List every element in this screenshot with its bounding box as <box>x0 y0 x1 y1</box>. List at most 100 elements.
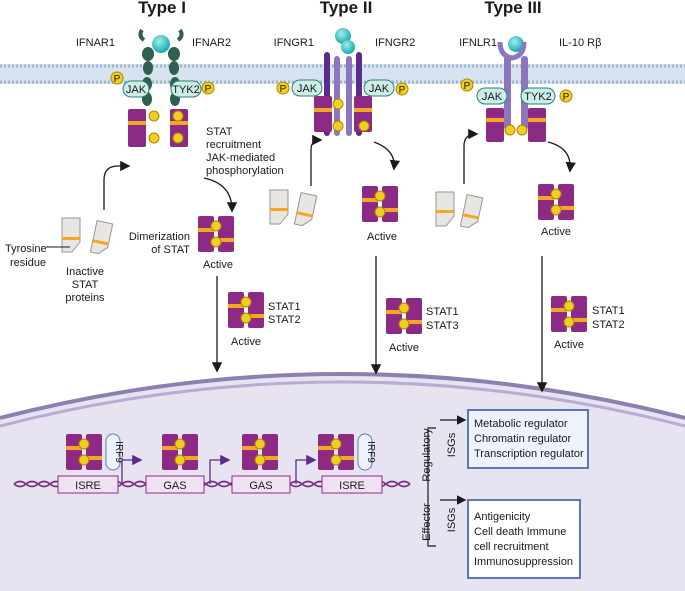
inactive-stat-proteins-type3 <box>435 191 484 229</box>
phosphate-icons-type3: P P <box>460 78 573 103</box>
jak-kinase-type2-right: JAK <box>363 79 395 97</box>
tyrosine-label-2: residue <box>10 257 46 269</box>
type-1-title: Type I <box>138 0 186 17</box>
bound-stat-gas-1 <box>162 434 198 470</box>
ifn-ligand-type2 <box>335 28 351 44</box>
phosphate-icons-type1: P P <box>110 71 215 95</box>
inactive-stat-proteins-type2 <box>269 189 318 227</box>
bound-stat-isre-1: IRF9 <box>66 433 124 471</box>
active-label-type2-a: Active <box>367 231 397 243</box>
stat1-stat3-dimer-type2 <box>386 298 422 334</box>
active-label-type1-a: Active <box>203 259 233 271</box>
stat1-stat2-dimer-type1 <box>228 292 264 328</box>
active-stat-dimer-type3 <box>538 184 574 220</box>
type-2-title: Type II <box>320 0 373 17</box>
ifngr2-label: IFNGR2 <box>375 37 415 49</box>
svg-text:TYK2: TYK2 <box>524 91 552 103</box>
active-stat-dimer-type1 <box>198 216 234 252</box>
stat-label-type3-b: STAT2 <box>592 319 625 331</box>
svg-text:JAK: JAK <box>126 84 147 96</box>
active-label-type3-b: Active <box>554 339 584 351</box>
stat-recruitment-label-3: JAK-mediated <box>206 152 275 164</box>
effector-label: Effector <box>421 503 433 541</box>
effector-gene-3: cell recruitment <box>474 541 549 553</box>
svg-text:JAK: JAK <box>369 83 390 95</box>
jak-kinase-type3: JAK <box>476 87 508 105</box>
type-1-pathway: Type I IFNAR1 IFNAR2 JAK TYK2 <box>5 0 301 373</box>
recruited-stat-type3 <box>486 108 546 142</box>
svg-text:GAS: GAS <box>163 480 186 492</box>
isgs-regulatory-label: ISGs <box>446 432 458 457</box>
svg-text:IRF9: IRF9 <box>113 441 124 463</box>
promoter-isre-1: ISRE <box>57 475 119 494</box>
svg-text:ISRE: ISRE <box>75 480 101 492</box>
tyk2-kinase-type1: TYK2 <box>170 80 202 98</box>
stat-label-type3-a: STAT1 <box>592 305 625 317</box>
svg-text:P: P <box>280 84 287 95</box>
inactive-label-3: proteins <box>65 292 105 304</box>
regulatory-label: Regulatory <box>421 428 433 482</box>
stat-label-type2-a: STAT1 <box>426 306 459 318</box>
recruited-stat-type2 <box>314 96 372 132</box>
svg-text:P: P <box>464 81 471 92</box>
transcription-arrows <box>121 454 317 484</box>
ifnlr1-label: IFNLR1 <box>459 37 497 49</box>
dimerization-label-2: of STAT <box>151 244 190 256</box>
effector-genes-box: Antigenicity Cell death Immune cell recr… <box>467 499 581 579</box>
active-label-type3-a: Active <box>541 226 571 238</box>
svg-text:TYK2: TYK2 <box>172 84 200 96</box>
tyrosine-label-1: Tyrosine <box>5 243 47 255</box>
regulatory-genes-box: Metabolic regulator Chromatin regulator … <box>467 409 589 469</box>
active-label-type2-b: Active <box>389 342 419 354</box>
svg-text:P: P <box>205 84 212 95</box>
type-3-pathway: Type III IFNLR1 IL-10 Rβ JAK TYK2 P P <box>435 0 625 393</box>
ifn-ligand-type1 <box>152 35 170 53</box>
jak-kinase-type1: JAK <box>122 80 150 98</box>
stat-label-type1-b: STAT2 <box>268 314 301 326</box>
recruitment-arrow-type1 <box>103 160 131 210</box>
type3-receptor <box>497 41 528 130</box>
stat-recruitment-label-1: STAT <box>206 126 233 138</box>
effector-gene-2: Cell death Immune <box>474 526 566 538</box>
tyk2-kinase-type3: TYK2 <box>520 87 556 105</box>
effector-gene-1: Antigenicity <box>474 511 531 523</box>
bound-stat-gas-2 <box>242 434 278 470</box>
svg-text:ISRE: ISRE <box>339 480 365 492</box>
phosphate-icons-type2: P P <box>276 81 409 96</box>
ifnar1-label: IFNAR1 <box>76 37 115 49</box>
cell-membrane <box>0 64 685 84</box>
dimerization-arrow-type1 <box>203 177 238 213</box>
inactive-label-2: STAT <box>72 279 99 291</box>
regulatory-gene-2: Chromatin regulator <box>474 433 572 445</box>
svg-text:P: P <box>114 74 121 85</box>
type-2-pathway: Type II IFNGR1 IFNGR2 JAK JAK P P <box>269 0 459 375</box>
effector-gene-4: Immunosuppression <box>474 556 573 568</box>
isg-bracket <box>427 415 467 547</box>
ifnar2-label: IFNAR2 <box>192 37 231 49</box>
stat-label-type2-b: STAT3 <box>426 320 459 332</box>
promoter-gas-1: GAS <box>145 475 205 494</box>
isgs-effector-label: ISGs <box>446 507 458 532</box>
active-stat-dimer-type2 <box>362 186 398 222</box>
svg-text:IRF9: IRF9 <box>365 441 376 463</box>
stat-recruitment-label-2: recruitment <box>206 139 261 151</box>
regulatory-gene-1: Metabolic regulator <box>474 418 568 430</box>
dimerization-arrow-type2 <box>373 141 401 171</box>
svg-text:JAK: JAK <box>482 91 503 103</box>
regulatory-gene-3: Transcription regulator <box>474 448 584 460</box>
ifngr1-label: IFNGR1 <box>274 37 314 49</box>
dimerization-label-1: Dimerization <box>129 231 190 243</box>
recruited-stat-type1 <box>128 109 188 147</box>
svg-text:GAS: GAS <box>249 480 272 492</box>
svg-text:P: P <box>563 92 570 103</box>
stat-label-type1-a: STAT1 <box>268 301 301 313</box>
inactive-stat-proteins-type1 <box>61 217 114 255</box>
stat1-stat2-dimer-type3 <box>551 296 587 332</box>
svg-text:JAK: JAK <box>297 83 318 95</box>
dimerization-arrow-type3 <box>547 141 576 173</box>
bound-stat-isre-2: IRF9 <box>318 433 376 471</box>
ifn-ligand-type3 <box>508 36 524 52</box>
il10rb-label: IL-10 Rβ <box>559 37 601 49</box>
type-3-title: Type III <box>484 0 541 17</box>
